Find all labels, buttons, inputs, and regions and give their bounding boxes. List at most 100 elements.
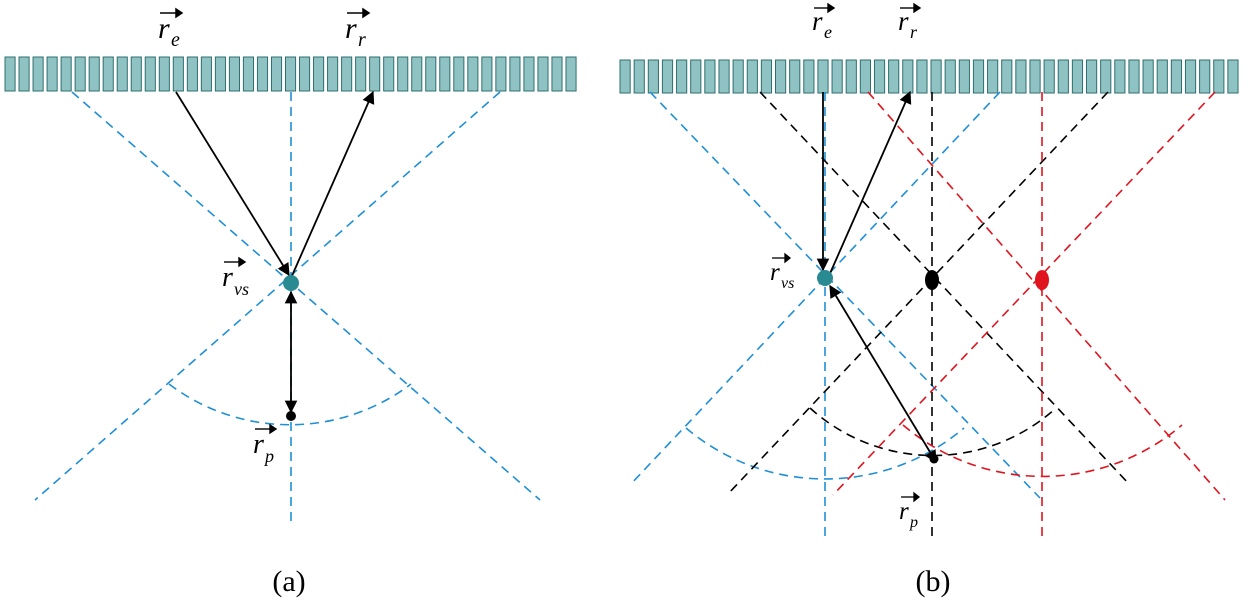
array-element bbox=[200, 56, 212, 92]
label-rr-b: r r bbox=[898, 2, 922, 42]
array-element bbox=[425, 56, 437, 92]
panel-a: r e r r r vs r p (a) bbox=[4, 7, 577, 598]
array-element bbox=[172, 56, 184, 92]
array-element bbox=[214, 56, 226, 92]
array-element bbox=[987, 59, 999, 94]
array-element bbox=[130, 56, 142, 92]
red-dashed-lines-b bbox=[832, 91, 1226, 540]
label-re-a: r e bbox=[158, 7, 184, 51]
array-element bbox=[355, 56, 367, 92]
receive-arrow bbox=[827, 90, 912, 279]
array-element bbox=[242, 56, 255, 92]
label-rvs-sub: vs bbox=[781, 275, 794, 292]
array-element bbox=[565, 56, 577, 92]
label-rr-sub: r bbox=[358, 29, 366, 51]
array-element bbox=[256, 56, 269, 92]
array-element bbox=[60, 56, 72, 92]
array-element bbox=[1213, 59, 1225, 94]
array-element bbox=[1015, 59, 1027, 94]
array-element bbox=[690, 59, 702, 94]
array-element bbox=[1100, 59, 1112, 94]
array-element bbox=[158, 56, 170, 92]
dashed-line bbox=[71, 91, 541, 501]
label-rvs-main: r bbox=[770, 259, 780, 286]
array-element bbox=[1001, 59, 1013, 94]
label-re-sub: e bbox=[171, 29, 180, 51]
label-rp-main: r bbox=[899, 498, 909, 525]
array-element bbox=[74, 56, 86, 92]
array-element bbox=[661, 59, 674, 94]
array-element bbox=[930, 59, 942, 94]
array-element bbox=[1071, 59, 1084, 94]
vector-arrow-icon bbox=[772, 252, 792, 264]
virtual-source-point bbox=[817, 270, 833, 286]
vector-arrow-icon bbox=[901, 491, 921, 503]
array-element bbox=[704, 59, 716, 94]
array-element bbox=[116, 56, 128, 92]
array-element bbox=[144, 56, 156, 92]
array-element bbox=[1043, 59, 1055, 94]
array-element bbox=[439, 56, 451, 92]
virtual-source-point bbox=[283, 275, 299, 291]
blue-dashed-lines-a bbox=[34, 91, 541, 525]
label-rr-sub: r bbox=[910, 22, 918, 42]
receive-arrow bbox=[290, 90, 375, 279]
array-element bbox=[32, 56, 44, 92]
label-rvs-main: r bbox=[222, 262, 233, 293]
label-re-b: r e bbox=[812, 2, 836, 42]
dashed-arc bbox=[902, 424, 1183, 478]
array-element bbox=[718, 59, 730, 94]
array-element bbox=[481, 56, 493, 92]
array-element bbox=[270, 56, 283, 92]
caption-b: (b) bbox=[916, 565, 951, 598]
label-rvs-a: r vs bbox=[222, 256, 249, 299]
array-element bbox=[873, 59, 886, 94]
array-element bbox=[619, 59, 631, 94]
black-dashed-lines-b bbox=[726, 91, 1131, 540]
vector-arrow-icon bbox=[224, 256, 247, 268]
panel-b: r e r r r vs r p (b) bbox=[619, 2, 1239, 598]
array-element bbox=[1029, 59, 1041, 94]
label-rr-a: r r bbox=[345, 7, 371, 51]
array-element bbox=[341, 56, 353, 92]
vector-arrow-icon bbox=[814, 2, 836, 14]
array-element bbox=[284, 56, 297, 92]
dashed-line bbox=[34, 91, 501, 501]
array-element bbox=[537, 56, 549, 92]
array-element bbox=[1114, 59, 1126, 94]
virtual-source-point-black bbox=[925, 270, 939, 290]
caption-a: (a) bbox=[272, 565, 305, 598]
dashed-arc bbox=[809, 407, 1057, 457]
array-element bbox=[1128, 59, 1140, 94]
array-element bbox=[186, 56, 198, 92]
array-element bbox=[18, 56, 30, 92]
array-element bbox=[676, 59, 688, 94]
label-re-sub: e bbox=[824, 22, 832, 42]
array-element bbox=[902, 59, 914, 94]
array-element bbox=[789, 59, 801, 94]
array-element bbox=[327, 56, 339, 92]
dashed-line bbox=[832, 91, 1216, 496]
dashed-line bbox=[649, 91, 1041, 499]
label-rp-a: r p bbox=[253, 423, 278, 466]
array-element bbox=[495, 56, 507, 92]
dashed-line bbox=[726, 91, 1109, 496]
array-element bbox=[46, 56, 58, 92]
label-rvs-b: r vs bbox=[770, 252, 794, 292]
array-element bbox=[775, 59, 787, 94]
array-element bbox=[1086, 59, 1098, 94]
array-element bbox=[369, 56, 381, 92]
array-element bbox=[746, 59, 758, 94]
array-element bbox=[1057, 59, 1069, 94]
vector-arrow-icon bbox=[160, 7, 184, 19]
arrows-a bbox=[175, 90, 375, 414]
label-rp-b: r p bbox=[899, 491, 921, 531]
array-element bbox=[411, 56, 423, 92]
emit-arrow bbox=[175, 91, 290, 277]
dashed-arc bbox=[168, 383, 412, 426]
array-element bbox=[803, 59, 815, 94]
array-element bbox=[817, 59, 829, 94]
array-element bbox=[944, 59, 956, 94]
arrows-b bbox=[816, 90, 937, 464]
